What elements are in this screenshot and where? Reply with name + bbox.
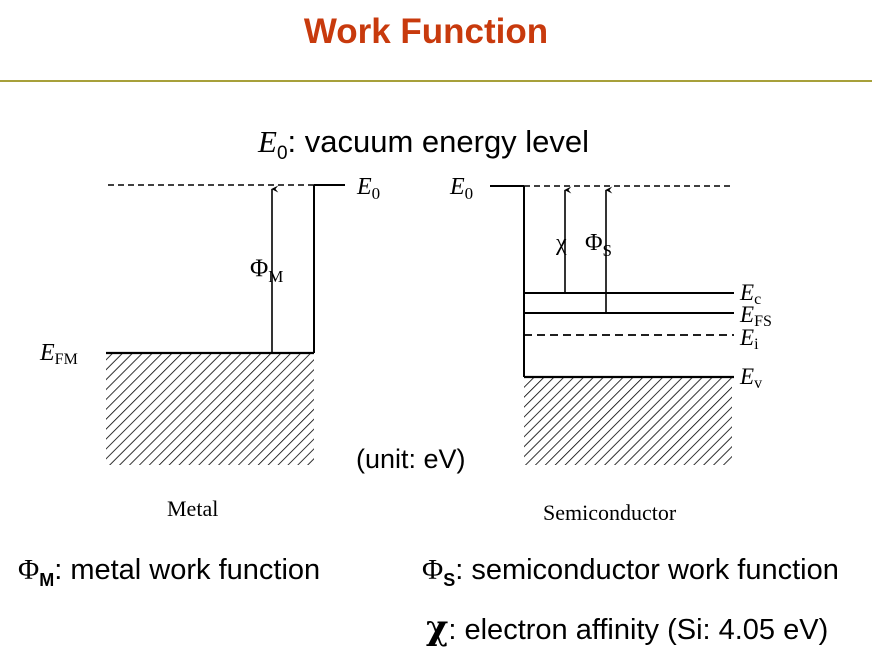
legend-phi-m-sub: M bbox=[39, 569, 55, 590]
efs-label: EFS bbox=[739, 302, 772, 330]
phi-m-label: ΦM bbox=[250, 255, 283, 286]
metal-e0-label: E0 bbox=[356, 174, 380, 203]
phi-s-label: ΦS bbox=[585, 230, 612, 260]
legend-phi-s-symbol: Φ bbox=[422, 554, 444, 586]
legend-phi-m: ΦM: metal work function bbox=[18, 554, 320, 591]
ei-main: E bbox=[739, 325, 754, 350]
slide-title: Work Function bbox=[303, 12, 549, 51]
legend-phi-m-symbol: Φ bbox=[18, 554, 40, 586]
legend-phi-s-text: : semiconductor work function bbox=[455, 554, 839, 586]
legend-phi-m-text: : metal work function bbox=[54, 554, 321, 586]
ec-main: E bbox=[739, 280, 754, 305]
phi-s-main: Φ bbox=[585, 230, 603, 256]
vacuum-text: : vacuum energy level bbox=[287, 124, 590, 159]
ec-sub: c bbox=[754, 291, 761, 308]
metal-e0-sub: 0 bbox=[372, 184, 381, 203]
legend-chi-text: : electron affinity (Si: 4.05 eV) bbox=[448, 614, 829, 646]
efs-main: E bbox=[739, 302, 754, 327]
efs-sub: FS bbox=[754, 313, 772, 330]
efm-sub: FM bbox=[55, 351, 78, 368]
legend-chi: χ: electron affinity (Si: 4.05 eV) bbox=[426, 608, 828, 648]
ev-label: Ev bbox=[739, 364, 762, 392]
phi-m-sub: M bbox=[268, 267, 283, 286]
vacuum-symbol: E bbox=[258, 124, 277, 159]
legend-chi-symbol: χ bbox=[426, 608, 449, 648]
vacuum-level-label: E0: vacuum energy level bbox=[258, 124, 589, 165]
sc-e0-sub: 0 bbox=[465, 184, 474, 203]
sc-e0-label: E0 bbox=[449, 174, 473, 203]
legend-phi-s-sub: S bbox=[443, 569, 456, 590]
ev-sub: v bbox=[754, 375, 762, 392]
ec-label: Ec bbox=[739, 280, 761, 308]
phi-m-main: Φ bbox=[250, 255, 268, 282]
ei-label: Ei bbox=[739, 325, 759, 353]
sc-e0-main: E bbox=[449, 174, 465, 200]
metal-e0-main: E bbox=[356, 174, 372, 200]
metal-diagram: E0 ΦM EFM bbox=[39, 174, 380, 465]
efm-main: E bbox=[39, 340, 55, 366]
semiconductor-caption: Semiconductor bbox=[543, 500, 677, 525]
vacuum-subscript: 0 bbox=[276, 143, 288, 165]
phi-s-sub: S bbox=[603, 241, 612, 260]
unit-label: (unit: eV) bbox=[356, 444, 466, 474]
chi-label: χ bbox=[555, 230, 567, 256]
semiconductor-diagram: E0 χ ΦS Ec EFS Ei Ev bbox=[449, 174, 772, 465]
valence-band-filled bbox=[524, 377, 732, 465]
legend-phi-s: ΦS: semiconductor work function bbox=[422, 554, 839, 591]
efm-label: EFM bbox=[39, 340, 78, 368]
ei-sub: i bbox=[754, 336, 759, 353]
metal-filled-band bbox=[106, 353, 314, 465]
title-divider bbox=[0, 80, 872, 82]
ev-main: E bbox=[739, 364, 754, 389]
metal-caption: Metal bbox=[167, 496, 219, 521]
